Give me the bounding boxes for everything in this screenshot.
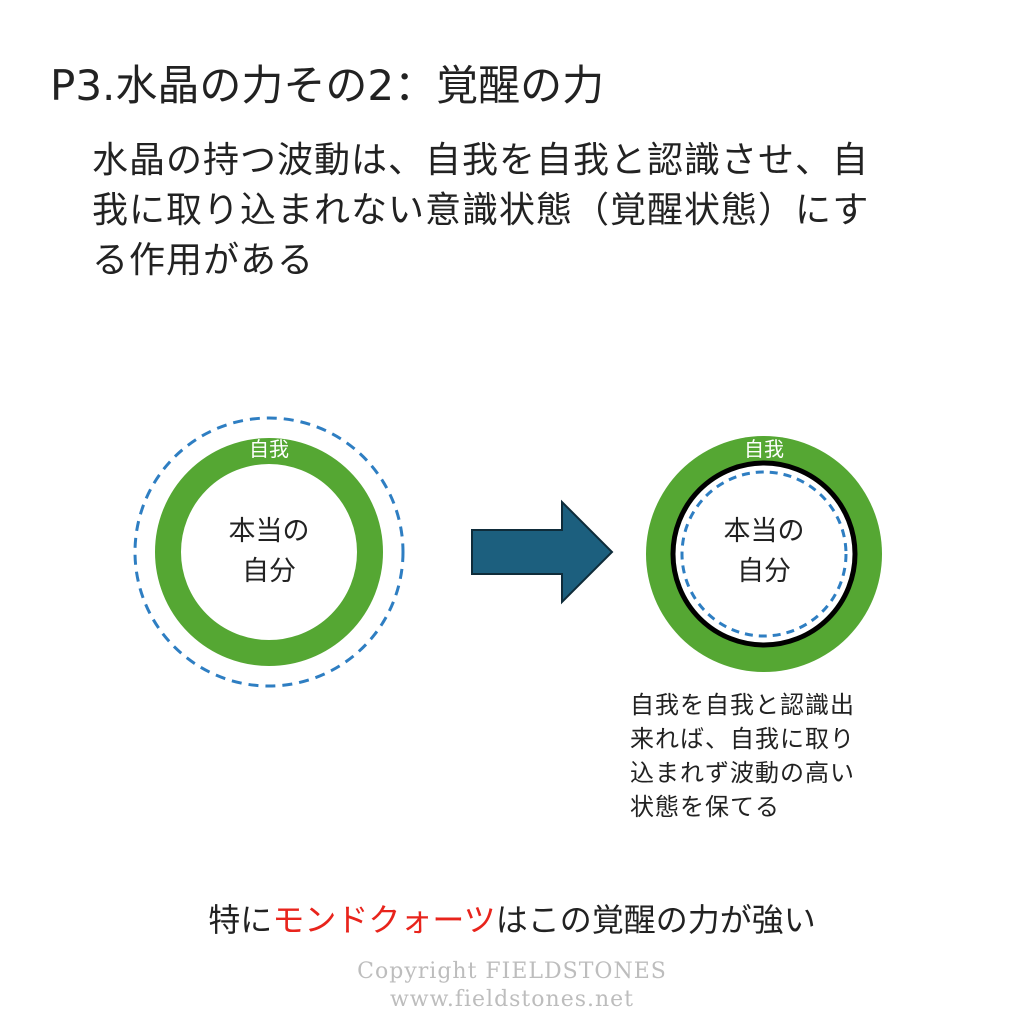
conclusion-suffix: はこの覚醒の力が強い xyxy=(495,901,816,939)
diagram-caption: 自我を自我と認識出 来れば、自我に取り 込まれず波動の高い 状態を保てる xyxy=(630,688,855,824)
conclusion-prefix: 特に xyxy=(208,901,273,939)
copyright-watermark: Copyright FIELDSTONES www.fieldstones.ne… xyxy=(0,958,1024,1014)
before-ego-label: 自我 xyxy=(249,437,289,461)
after-boundary-circle xyxy=(670,460,858,648)
caption-line: 状態を保てる xyxy=(630,793,780,821)
description-line: 水晶の持つ波動は、自我を自我と認識させ、自 xyxy=(92,140,870,181)
after-true-self-line: 自分 xyxy=(737,556,791,587)
after-dashed-circle xyxy=(680,470,848,638)
caption-line: 込まれず波動の高い xyxy=(630,759,855,787)
caption-line: 来れば、自我に取り xyxy=(630,725,855,753)
after-true-self-label: 本当の 自分 xyxy=(694,512,834,592)
after-ego-label: 自我 xyxy=(744,437,784,461)
description-text: 水晶の持つ波動は、自我を自我と認識させ、自 我に取り込まれない意識状態（覚醒状態… xyxy=(92,136,952,286)
website-line: www.fieldstones.net xyxy=(389,987,635,1012)
caption-line: 自我を自我と認識出 xyxy=(630,691,855,719)
before-dashed-circle xyxy=(133,416,405,688)
description-line: る作用がある xyxy=(92,240,315,281)
conclusion-text: 特にモンドクォーツはこの覚醒の力が強い xyxy=(0,898,1024,942)
after-true-self-line: 本当の xyxy=(723,516,805,547)
right-arrow-icon xyxy=(471,499,614,605)
before-ego-ring xyxy=(155,438,383,666)
before-true-self-label: 本当の 自分 xyxy=(199,512,339,592)
slide-title: P3.水晶の力その2：覚醒の力 xyxy=(50,61,605,110)
before-true-self-line: 本当の xyxy=(228,516,310,547)
before-true-self-line: 自分 xyxy=(242,556,296,587)
copyright-line: Copyright FIELDSTONES xyxy=(357,959,667,984)
description-line: 我に取り込まれない意識状態（覚醒状態）にす xyxy=(92,190,870,231)
highlight-term: モンドクォーツ xyxy=(272,901,496,939)
